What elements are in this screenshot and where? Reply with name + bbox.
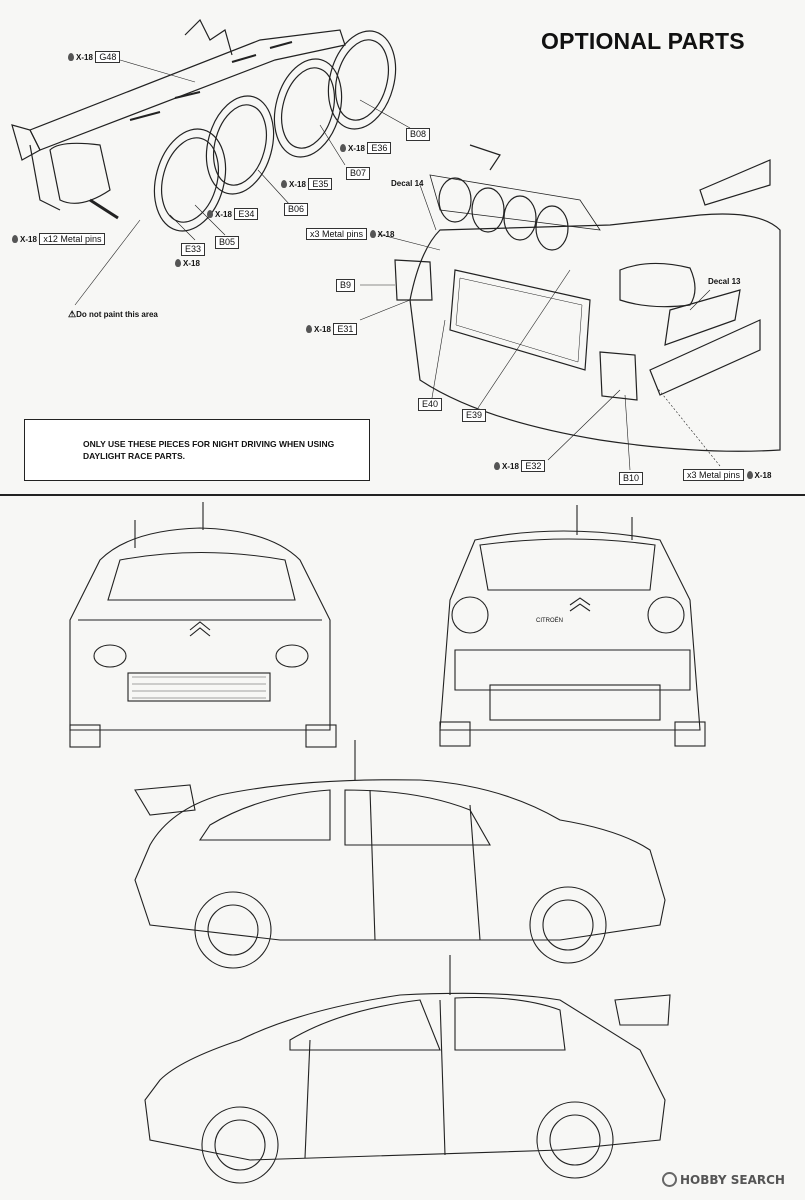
label-b10: B10 [619,472,644,485]
paint-drop-icon [207,210,213,218]
label-e31: X-18 E31 [306,323,358,335]
warning-text: ONLY USE THESE PIECES FOR NIGHT DRIVING … [83,439,335,461]
label-e40: E40 [418,398,443,411]
label-e34: X-18 E34 [207,208,259,220]
section-divider [0,494,805,496]
label-b06: B06 [284,203,309,216]
do-not-paint-note: ⚠Do not paint this area [68,309,158,319]
label-e33-paint: X-18 [175,258,200,269]
paint-drop-icon [306,325,312,333]
car-side-view-left [144,955,671,1184]
paint-drop-icon [68,53,74,61]
paint-label-g48: X-18 G48 [68,51,121,63]
label-b05: B05 [215,236,240,249]
label-metal-pins-3b: x3 Metal pins X-18 [683,469,771,481]
label-decal-14: Decal 14 [391,179,424,188]
paint-drop-icon [175,259,181,267]
label-e39: E39 [462,409,487,422]
label-e35: X-18 E35 [281,178,333,190]
paint-drop-icon [281,180,287,188]
car-rear-view [439,505,706,747]
label-b07: B07 [346,167,371,180]
warning-box: ONLY USE THESE PIECES FOR NIGHT DRIVING … [24,419,370,481]
car-brand-text: CITROËN [536,618,563,624]
paint-drop-icon [369,230,376,238]
label-e33: E33 [181,243,206,256]
label-b9: B9 [336,279,356,292]
label-b08: B08 [406,128,431,141]
label-metal-pins-12: X-18 x12 Metal pins [12,233,106,245]
paint-drop-icon [494,462,500,470]
label-e36: X-18 E36 [340,142,392,154]
page-title: OPTIONAL PARTS [541,28,745,54]
label-decal-13: Decal 13 [708,277,741,286]
light-bar-diagram [11,18,781,471]
hobby-search-logo-icon [662,1172,677,1187]
watermark: HOBBY SEARCH [662,1172,785,1187]
car-side-view-right [134,740,666,969]
label-e32: X-18 E32 [494,460,546,472]
paint-drop-icon [12,235,18,243]
label-metal-pins-3a: x3 Metal pins X-18 [306,228,394,240]
paint-drop-icon [746,471,753,479]
car-front-view [69,502,337,748]
paint-drop-icon [340,144,346,152]
